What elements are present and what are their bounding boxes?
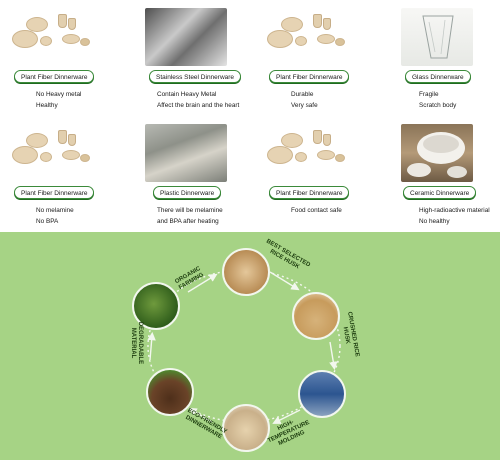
- category-label: Plastic Dinnerware: [153, 186, 222, 199]
- feature-text: There will be melamine: [157, 207, 223, 214]
- feature-text: Fragile: [419, 91, 439, 98]
- category-label: Ceramic Dinnerware: [403, 186, 477, 199]
- step-label: DEGRADABLE MATERIAL: [130, 321, 143, 365]
- feature-text: No melamine: [36, 207, 74, 214]
- plant-fiber-dinnerware-photo: [10, 8, 92, 66]
- degradable-soil-image: [146, 368, 194, 416]
- feature-text: Food contact safe: [291, 207, 342, 214]
- molding-machine-image: [298, 370, 346, 418]
- feature-text: Very safe: [291, 102, 318, 109]
- comparison-item: Plant Fiber Dinnerware No melamine No BP…: [0, 116, 125, 232]
- plant-fiber-dinnerware-photo: [10, 124, 92, 182]
- rice-husk-image: [222, 248, 270, 296]
- comparison-item: Plastic Dinnerware There will be melamin…: [135, 116, 260, 232]
- eco-dinnerware-image: [222, 404, 270, 452]
- crushed-husk-image: [292, 292, 340, 340]
- feature-text: Healthy: [36, 102, 58, 109]
- feature-text: Durable: [291, 91, 314, 98]
- plant-fiber-dinnerware-photo: [265, 124, 347, 182]
- category-label: Plant Fiber Dinnerware: [269, 70, 350, 83]
- category-label: Plant Fiber Dinnerware: [14, 186, 95, 199]
- glass-dinnerware-photo: [401, 8, 473, 66]
- comparison-item: Ceramic Dinnerware High-radioactive mate…: [385, 116, 500, 232]
- organic-farming-image: [132, 282, 180, 330]
- feature-text: No healthy: [419, 218, 450, 225]
- plastic-dinnerware-photo: [145, 124, 227, 182]
- category-label: Plant Fiber Dinnerware: [14, 70, 95, 83]
- feature-text: No Heavy metal: [36, 91, 82, 98]
- comparison-item: Plant Fiber Dinnerware Food contact safe: [255, 116, 380, 232]
- stainless-steel-dinnerware-photo: [145, 8, 227, 66]
- feature-text: No BPA: [36, 218, 59, 225]
- feature-text: High-radioactive material: [419, 207, 490, 214]
- comparison-panel: Plant Fiber Dinnerware No Heavy metal He…: [0, 0, 500, 232]
- feature-text: Affect the brain and the heart: [157, 102, 240, 109]
- category-label: Glass Dinnerware: [405, 70, 471, 83]
- lifecycle-panel: ORGANIC FARMING BEST SELECTED RICE HUSK …: [0, 232, 500, 460]
- comparison-item: Stainless Steel Dinnerware Contain Heavy…: [135, 0, 260, 116]
- feature-text: and BPA after heating: [157, 218, 219, 225]
- comparison-item: Plant Fiber Dinnerware Durable Very safe: [255, 0, 380, 116]
- plant-fiber-dinnerware-photo: [265, 8, 347, 66]
- category-label: Stainless Steel Dinnerware: [149, 70, 242, 83]
- ceramic-dinnerware-photo: [401, 124, 473, 182]
- comparison-item: Glass Dinnerware Fragile Scratch body: [385, 0, 500, 116]
- category-label: Plant Fiber Dinnerware: [269, 186, 350, 199]
- comparison-item: Plant Fiber Dinnerware No Heavy metal He…: [0, 0, 125, 116]
- feature-text: Scratch body: [419, 102, 457, 109]
- feature-text: Contain Heavy Metal: [157, 91, 217, 98]
